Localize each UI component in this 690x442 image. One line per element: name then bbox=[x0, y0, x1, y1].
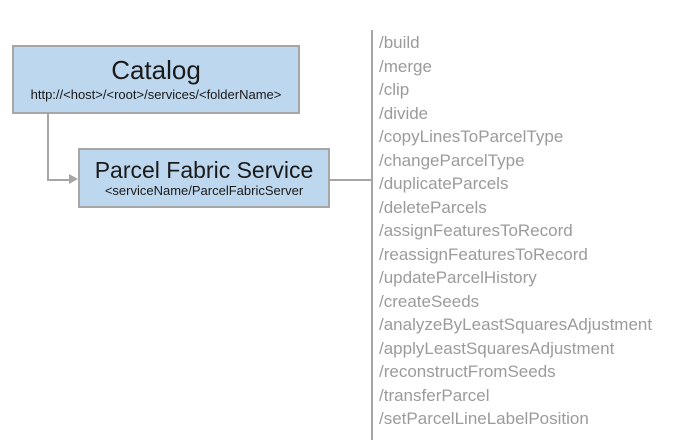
operation-item: /divide bbox=[379, 103, 429, 123]
operations-divider bbox=[371, 30, 373, 440]
operation-item: /analyzeByLeastSquaresAdjustment bbox=[379, 315, 653, 334]
operation-item: /assignFeaturesToRecord bbox=[379, 221, 573, 240]
catalog-node: Catalog http://<host>/<root>/services/<f… bbox=[12, 45, 300, 114]
connector-vertical-segment bbox=[47, 113, 49, 181]
parcel-fabric-service-node-path: <serviceName/ParcelFabricServer bbox=[104, 182, 304, 198]
operation-item: /build bbox=[379, 33, 420, 52]
operation-item: /changeParcelType bbox=[379, 150, 525, 170]
connector-to-operations bbox=[330, 179, 373, 181]
catalog-node-url: http://<host>/<root>/services/<folderNam… bbox=[30, 86, 282, 102]
operation-item: /transferParcel bbox=[379, 385, 490, 405]
parcel-fabric-service-node: Parcel Fabric Service <serviceName/Parce… bbox=[78, 148, 330, 208]
operation-item: /deleteParcels bbox=[379, 197, 487, 217]
operation-item: /clip bbox=[379, 80, 410, 99]
catalog-node-title: Catalog bbox=[111, 55, 201, 86]
operation-item: /setParcelLineLabelPosition bbox=[379, 409, 589, 428]
arrowhead-icon bbox=[69, 174, 78, 184]
operation-item: /createSeeds bbox=[379, 291, 480, 311]
operation-item: /reassignFeaturesToRecord bbox=[379, 244, 588, 264]
operation-item: /applyLeastSquaresAdjustment bbox=[379, 338, 615, 358]
operation-item: /copyLinesToParcelType bbox=[379, 127, 564, 146]
parcel-fabric-service-node-title: Parcel Fabric Service bbox=[94, 156, 314, 183]
operations-list: /build/merge/clip/divide/copyLinesToParc… bbox=[379, 31, 684, 431]
operation-item: /updateParcelHistory bbox=[379, 268, 537, 287]
connector-horizontal-segment bbox=[47, 179, 71, 181]
operation-item: /duplicateParcels bbox=[379, 174, 509, 193]
operation-item: /reconstructFromSeeds bbox=[379, 362, 556, 381]
operation-item: /merge bbox=[379, 56, 432, 76]
